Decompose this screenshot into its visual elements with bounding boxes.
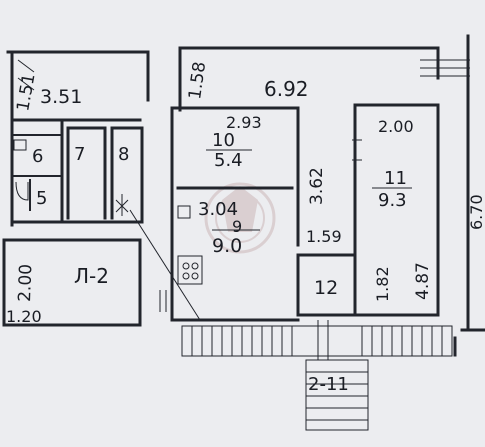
dim-room-11: 2.00 xyxy=(378,117,414,136)
dim-left-top-width: 3.51 xyxy=(40,86,82,108)
dim-room-10: 2.93 xyxy=(226,113,262,132)
dim-overall-width: 6.92 xyxy=(264,77,309,101)
dim-room-12: 1.59 xyxy=(306,227,342,246)
l2-label: Л-2 xyxy=(74,264,109,288)
vent-marks xyxy=(17,59,35,91)
dim-room-11-right: 4.87 xyxy=(413,262,433,300)
room-9-area: 9.0 xyxy=(212,235,242,257)
porch-hatching xyxy=(181,325,453,357)
room-6-label: 6 xyxy=(32,146,43,167)
dim-room-11-left: 1.82 xyxy=(373,266,392,302)
stair-icon xyxy=(305,320,369,431)
dim-l2-height: 2.00 xyxy=(15,264,36,303)
dim-room-9: 3.04 xyxy=(198,199,238,220)
sink-icon xyxy=(13,139,27,151)
kitchen-sink-icon xyxy=(177,205,191,219)
door-swing-line xyxy=(129,209,201,321)
window-marks xyxy=(159,59,470,312)
room-10-label: 10 xyxy=(212,130,235,151)
room-12-label: 12 xyxy=(314,277,338,299)
entry-mark xyxy=(115,194,129,216)
room-7-label: 7 xyxy=(74,144,85,165)
room-11-area: 9.3 xyxy=(378,190,407,211)
room-8-label: 8 xyxy=(118,144,129,165)
dim-right-side: 6.70 xyxy=(467,194,485,230)
room-11-label: 11 xyxy=(384,168,407,189)
room-9-label: 9 xyxy=(232,217,242,236)
stair-label: 2-11 xyxy=(308,374,349,395)
toilet-icon xyxy=(15,181,29,201)
watermark-emblem xyxy=(204,182,276,254)
left-block-walls xyxy=(6,50,150,227)
room-10-area: 5.4 xyxy=(214,150,243,171)
dim-l2-width: 1.20 xyxy=(6,307,42,326)
l2-block-walls xyxy=(2,238,142,327)
dim-room-10-side: 3.62 xyxy=(307,167,327,205)
stove-icon xyxy=(177,255,203,285)
room-5-label: 5 xyxy=(36,188,47,209)
